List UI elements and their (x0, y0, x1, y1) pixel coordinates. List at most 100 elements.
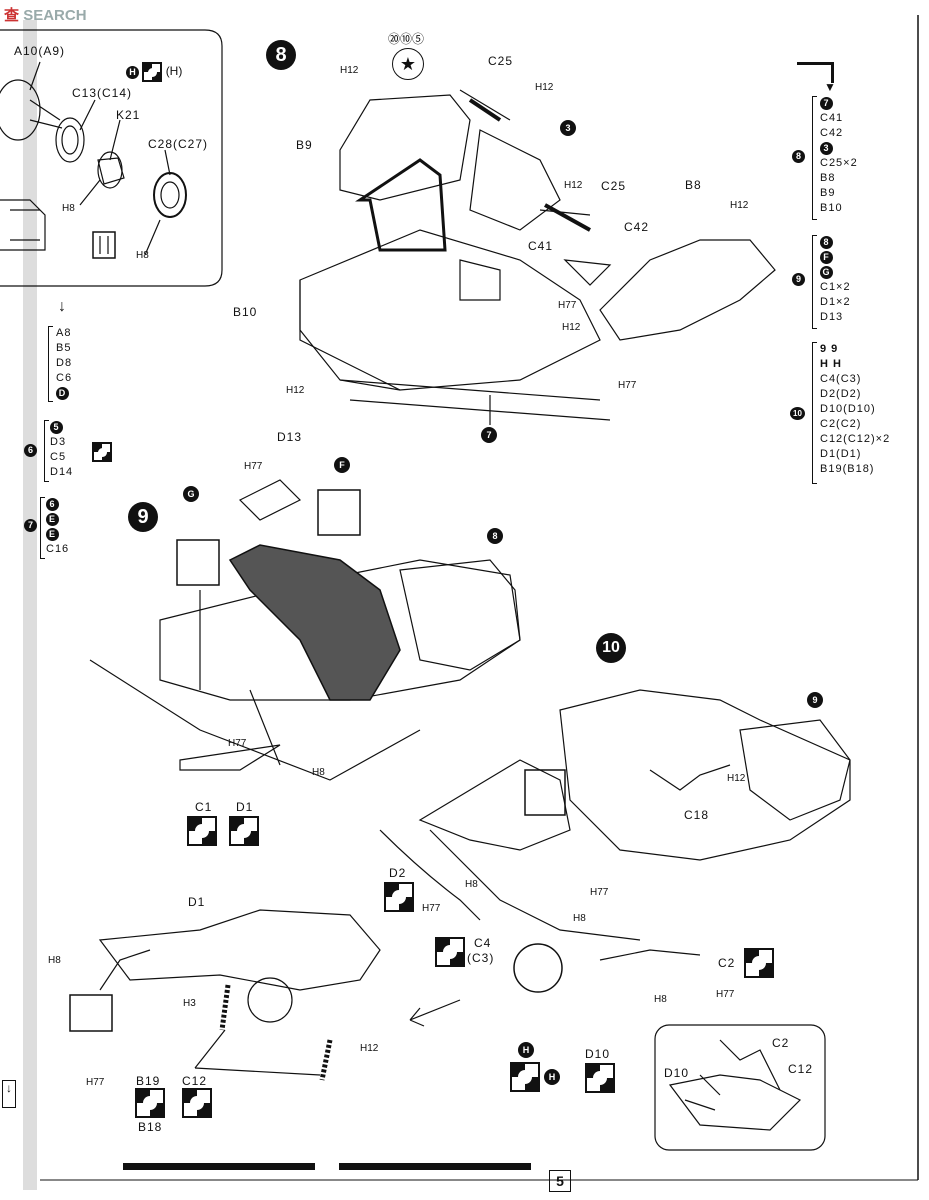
brace (40, 497, 45, 559)
list-item: C25×2 (820, 157, 858, 169)
list-item: C4(C3) (820, 373, 862, 385)
h-label: H77 (716, 989, 735, 1000)
footer-bar-left (123, 1163, 315, 1170)
h-label: H77 (590, 887, 609, 898)
step-9-number: 9 (128, 502, 158, 532)
list-item: 8 (820, 235, 833, 249)
list-item: B9 (820, 187, 836, 199)
paint-half-icon (142, 62, 163, 82)
brace (48, 326, 53, 402)
h-label: H3 (183, 998, 196, 1009)
step-6-marker: 6 (24, 444, 37, 457)
paint-c4-icon (435, 937, 465, 967)
list-item: C16 (46, 543, 70, 555)
h-label: H77 (422, 903, 441, 914)
label-c3: (C3) (467, 951, 495, 965)
list-item: B5 (56, 342, 72, 354)
h-label: H12 (727, 773, 746, 784)
marker-g: G (183, 486, 199, 502)
list-item: B19(B18) (820, 463, 875, 475)
label-d2: D2 (389, 866, 407, 880)
step-8-number: 8 (266, 40, 296, 70)
label-c1: C1 (195, 800, 213, 814)
label-d13: D13 (277, 430, 303, 444)
paint-half-icon (92, 442, 112, 462)
label-c4: C4 (474, 936, 492, 950)
list-item: A8 (56, 327, 72, 339)
paint-h-paren: (H) (165, 64, 183, 79)
list-item: C2(C2) (820, 418, 862, 430)
label-b19: B19 (136, 1074, 161, 1088)
h-label: H12 (730, 200, 749, 211)
label-b8: B8 (685, 178, 702, 192)
h-label: H8 (48, 955, 61, 966)
list-item: D13 (820, 311, 844, 323)
paint-c1-icon (187, 816, 217, 846)
inset-label-d10: D10 (664, 1066, 690, 1080)
label-c25: C25 (488, 54, 514, 68)
star-icon: ★ (392, 48, 424, 80)
inset-label-a10: A10(A9) (14, 44, 66, 58)
list-item: D2(D2) (820, 388, 862, 400)
h-label: H8 (573, 913, 586, 924)
list-item: C41 (820, 112, 844, 124)
paint-d1-icon (229, 816, 259, 846)
list-item: C5 (50, 451, 67, 463)
parts-list-9: 8 F G C1×2 D1×2 D13 (820, 235, 851, 325)
list-item: D (56, 386, 69, 400)
parts-list-7: 6 E E C16 (46, 497, 69, 557)
parts-list-10: 9 9 H H C4(C3) D2(D2) D10(D10) C2(C2) C1… (820, 342, 890, 477)
label-d1: D1 (188, 895, 206, 909)
footer-bar-right (339, 1163, 531, 1170)
list-item: D1(D1) (820, 448, 862, 460)
list-item: 9 9 (820, 343, 839, 355)
label-d1: D1 (236, 800, 254, 814)
label-d10: D10 (585, 1047, 611, 1061)
watermark-text: SEARCH (23, 7, 87, 24)
paint-h-icon (510, 1062, 540, 1092)
inset-label-c12: C12 (788, 1062, 814, 1076)
label-c41: C41 (528, 239, 554, 253)
corner-arrow-head: ▼ (824, 80, 836, 94)
inset-h-label: H8 (136, 250, 149, 261)
h-label: H8 (312, 767, 325, 778)
paint-d2-icon (384, 882, 414, 912)
list-item: C12(C12)×2 (820, 433, 891, 445)
watermark-logo: 查 (4, 7, 20, 24)
label-c25: C25 (601, 179, 627, 193)
label-c42: C42 (624, 220, 650, 234)
brace (812, 235, 817, 329)
step-10-number: 10 (596, 633, 626, 663)
list-item: 5 (50, 420, 63, 434)
marker-7: 7 (481, 427, 497, 443)
inset-label-c28: C28(C27) (148, 137, 209, 151)
h-label: H12 (340, 65, 359, 76)
parts-list-1: A8 B5 D8 C6 D (56, 326, 72, 401)
label-b18: B18 (138, 1120, 163, 1134)
list-item: 3 (820, 141, 833, 155)
list-item: E (46, 527, 59, 541)
down-arrow-icon: ↓ (58, 298, 66, 315)
label-c18: C18 (684, 808, 710, 822)
list-item: 7 (820, 96, 833, 110)
h-label: H8 (654, 994, 667, 1005)
list-item: B10 (820, 202, 843, 214)
list-item: C1×2 (820, 281, 851, 293)
marker-9: 9 (807, 692, 823, 708)
h-label: H12 (564, 180, 583, 191)
paint-d10-icon (585, 1063, 615, 1093)
label-b10: B10 (233, 305, 258, 319)
list-item: D14 (50, 466, 74, 478)
inset-label-k21: K21 (116, 108, 141, 122)
marker-h: H (544, 1069, 560, 1085)
paint-b19-icon (135, 1088, 165, 1118)
label-c2: C2 (718, 956, 736, 970)
h-label: H77 (86, 1077, 105, 1088)
paint-c12-icon (182, 1088, 212, 1118)
h-label: H12 (286, 385, 305, 396)
marker-8: 8 (487, 528, 503, 544)
h-label: H77 (244, 461, 263, 472)
inset-label-c2: C2 (772, 1036, 790, 1050)
list-item: E (46, 512, 59, 526)
h-label: H12 (535, 82, 554, 93)
